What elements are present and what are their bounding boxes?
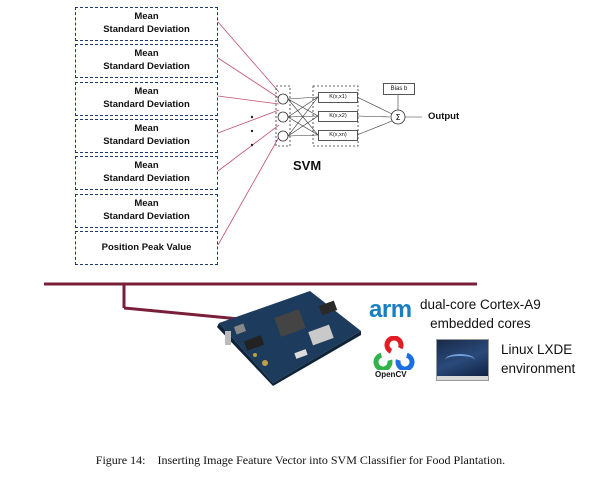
feature-mean-label: Mean xyxy=(134,160,159,171)
feature-box-7: Position Peak Value xyxy=(75,231,218,265)
input-node xyxy=(277,93,289,105)
feature-mean-label: Mean xyxy=(134,86,159,97)
ellipsis-dot xyxy=(250,129,254,133)
feature-sd-label: Standard Deviation xyxy=(103,99,190,110)
ellipsis-dot xyxy=(250,143,254,147)
arm-text-line1: dual-core Cortex-A9 xyxy=(420,297,541,312)
feature-sd-label: Standard Deviation xyxy=(103,61,190,72)
figure-caption: Figure 14: Inserting Image Feature Vecto… xyxy=(95,453,506,467)
input-layer-box xyxy=(275,85,291,147)
bias-box: Bias b xyxy=(383,83,415,95)
kernel-box-3: K(x,xn) xyxy=(318,130,358,141)
svm-label: SVM xyxy=(293,158,322,173)
arm-text-line2: embedded cores xyxy=(430,316,531,331)
kernel-sum-links xyxy=(356,93,422,136)
opencv-label: OpenCV xyxy=(375,370,407,379)
feature-sd-label: Standard Deviation xyxy=(103,173,190,184)
arm-description: dual-core Cortex-A9 embedded cores xyxy=(420,295,541,333)
output-label: Output xyxy=(428,111,460,122)
lxde-text-line2: environment xyxy=(501,361,576,376)
opencv-logo-icon xyxy=(373,336,415,370)
lxde-swirl xyxy=(445,354,475,366)
lxde-description: Linux LXDE environment xyxy=(501,340,575,378)
sum-node xyxy=(390,109,406,125)
feature-mean-label: Mean xyxy=(134,123,159,134)
feature-sd-label: Standard Deviation xyxy=(103,24,190,35)
feature-mean-label: Mean xyxy=(134,48,159,59)
feature-mean-label: Mean xyxy=(134,11,159,22)
feature-connectors xyxy=(217,21,280,246)
arm-logo: arm xyxy=(369,296,412,323)
input-kernel-links xyxy=(287,96,319,137)
sum-symbol: Σ xyxy=(395,113,400,122)
ellipsis-dot xyxy=(250,115,254,119)
fpga-board-image xyxy=(217,291,361,386)
lxde-text-line1: Linux LXDE xyxy=(501,342,573,357)
feature-peak-label: Position Peak Value xyxy=(101,242,192,253)
feature-mean-label: Mean xyxy=(134,198,159,209)
input-node xyxy=(277,130,289,142)
kernel-box-2: K(x,x2) xyxy=(318,111,358,122)
feature-sd-label: Standard Deviation xyxy=(103,136,190,147)
input-node xyxy=(277,111,289,123)
lxde-taskbar xyxy=(437,376,488,380)
kernel-box-1: K(x,x1) xyxy=(318,92,358,103)
feature-sd-label: Standard Deviation xyxy=(103,211,190,222)
lxde-desktop-image xyxy=(436,339,489,381)
